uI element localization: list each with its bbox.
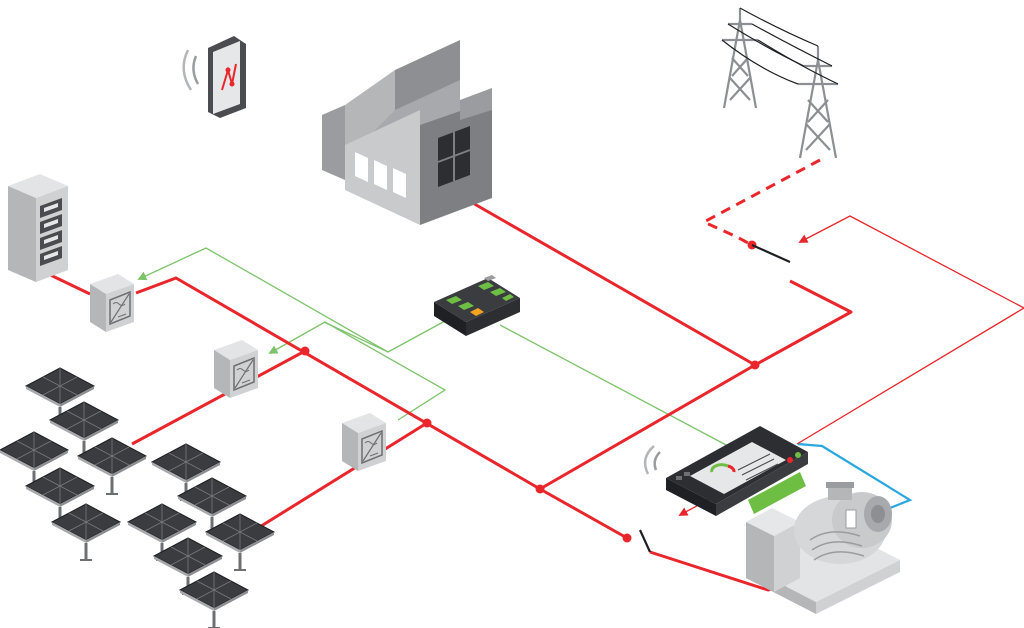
solar-panel-icon bbox=[178, 570, 250, 628]
inverter-icon bbox=[89, 273, 135, 333]
inverter-icon bbox=[341, 412, 387, 472]
battery-storage-cabinet-icon bbox=[8, 174, 68, 282]
io-module-icon bbox=[434, 275, 520, 336]
signal-wiring bbox=[137, 247, 746, 456]
transmission-tower-icon bbox=[721, 7, 839, 159]
generator-icon bbox=[746, 482, 900, 614]
factory-icon bbox=[322, 40, 492, 225]
solar-panel-icon bbox=[50, 502, 122, 562]
junction-dots bbox=[300, 240, 760, 543]
solar-array bbox=[0, 366, 276, 628]
grid-feed-dashed bbox=[700, 158, 821, 247]
smartphone-wireless-icon bbox=[182, 36, 246, 118]
circuit-breaker-icon bbox=[638, 243, 791, 553]
inverter-icon bbox=[213, 339, 259, 399]
controller-display-icon bbox=[643, 426, 808, 516]
